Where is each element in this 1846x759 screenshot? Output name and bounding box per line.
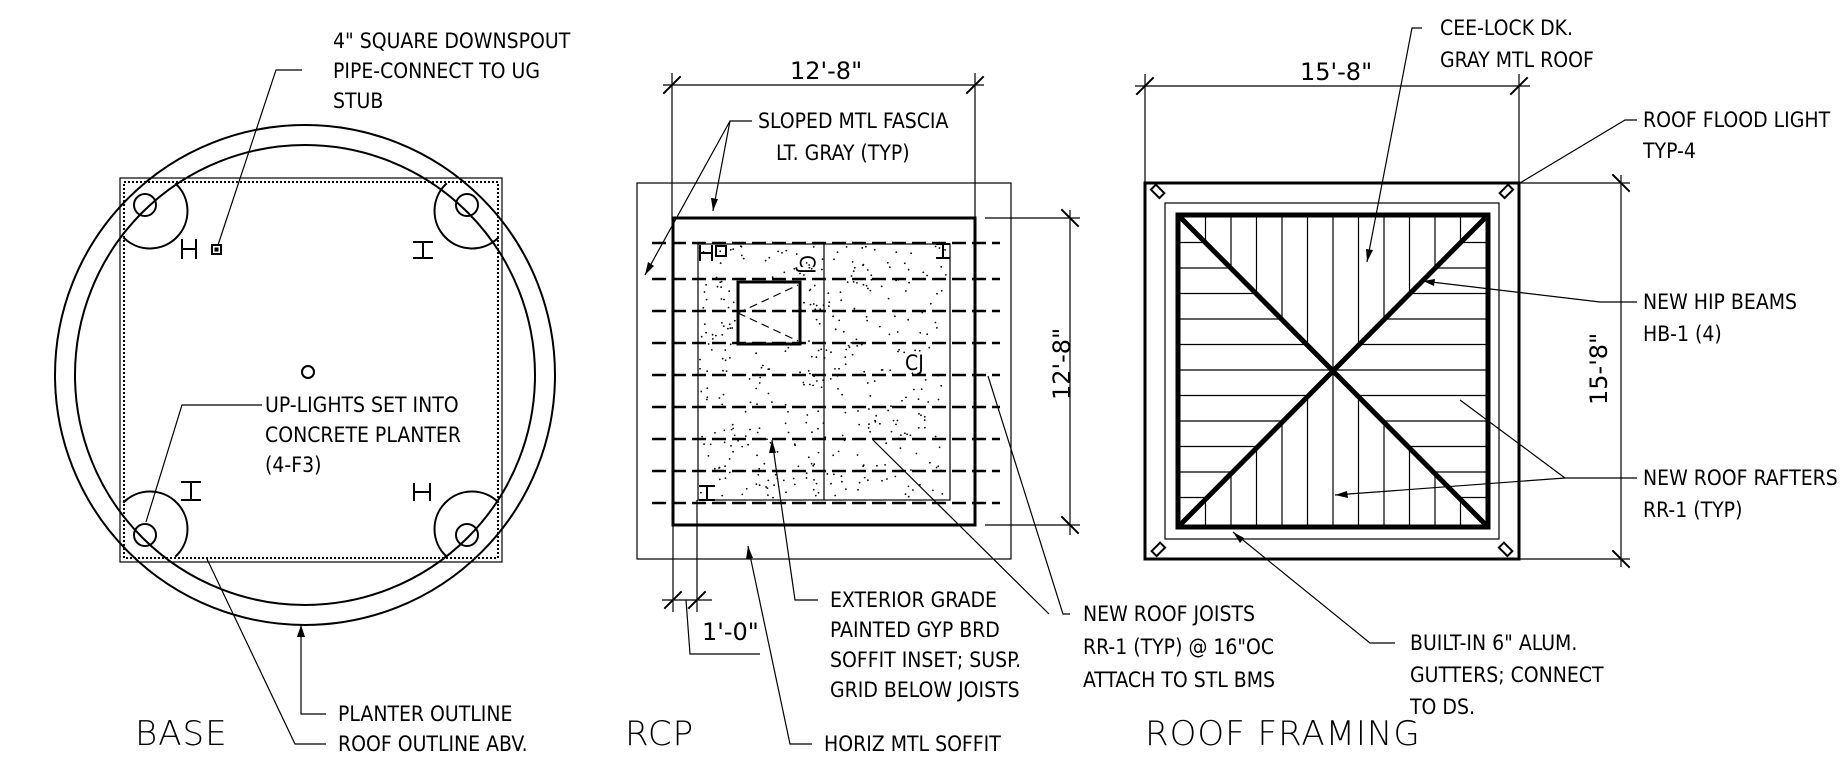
- base-view-title: BASE: [135, 714, 228, 754]
- center-drain-icon: [301, 365, 315, 379]
- cee-lock-note-line-2: GRAY MTL ROOF: [1440, 48, 1594, 72]
- hip-beam-2: [1178, 215, 1488, 527]
- hip-beam-note-line-1: NEW HIP BEAMS: [1643, 290, 1797, 314]
- uplights-leader: [145, 404, 262, 523]
- roof-rafters: [1180, 217, 1486, 525]
- downspout-note-line-1: 4" SQUARE DOWNSPOUT: [333, 29, 571, 53]
- joists-note-line-1: NEW ROOF JOISTS: [1083, 602, 1255, 626]
- gutters-note-line-2: GUTTERS; CONNECT: [1410, 663, 1604, 687]
- soffit-inset-leader: [771, 439, 818, 601]
- rcp-dim-bottom: 1'-0": [702, 618, 759, 646]
- hip-beam-leader: [1422, 280, 1637, 303]
- rafters-note-line-2: RR-1 (TYP): [1643, 498, 1742, 522]
- hip-beam-note-line-2: HB-1 (4): [1643, 322, 1722, 346]
- soffit-stipple: [699, 245, 947, 499]
- cj-label: CJ: [905, 351, 924, 375]
- uplights-note-line-3: (4-F3): [265, 453, 321, 477]
- planter-outline-circle: [74, 144, 536, 606]
- flood-light-note-line-2: TYP-4: [1642, 139, 1696, 163]
- fascia-leader-2: [712, 120, 731, 212]
- flood-light-icons: [1149, 183, 1515, 558]
- uplights-note-line-2: CONCRETE PLANTER: [265, 423, 461, 447]
- cee-lock-leader: [1366, 27, 1422, 263]
- flood-light-leader: [1519, 119, 1637, 184]
- soffit-inset-note-line-3: SOFFIT INSET; SUSP.: [830, 648, 1021, 672]
- roof-framing-view: 15'-8" 15-'8" CEE-LOCK DK. GRAY MTL ROOF…: [1135, 16, 1838, 754]
- downspout-note-line-2: PIPE-CONNECT TO UG: [333, 59, 540, 83]
- column-symbols: [181, 239, 433, 501]
- access-panel: [736, 280, 802, 346]
- joist-lines: [652, 241, 1000, 505]
- planter-outline-note: PLANTER OUTLINE: [338, 702, 512, 726]
- rafters-leader-2: [1334, 477, 1566, 496]
- base-slab-edge: [119, 177, 503, 563]
- roof-beams: [1175, 212, 1491, 530]
- joists-note-line-2: RR-1 (TYP) @ 16"OC: [1083, 635, 1274, 659]
- roof-dim-right: 15-'8": [1585, 333, 1613, 405]
- fascia-note-line-1: SLOPED MTL FASCIA: [758, 109, 948, 133]
- rcp-view-title: RCP: [625, 714, 694, 754]
- planter-leader: [300, 625, 326, 715]
- gutters-leader: [1232, 531, 1395, 644]
- base-slab-outline: [123, 181, 499, 559]
- rcp-dim-top: 12'-8": [790, 57, 862, 85]
- soffit-inset-note-line-4: GRID BELOW JOISTS: [830, 678, 1020, 702]
- uplights-note-line-1: UP-LIGHTS SET INTO: [265, 393, 459, 417]
- corner-lobes: [122, 182, 500, 558]
- joists-note-line-3: ATTACH TO STL BMS: [1083, 668, 1275, 692]
- roof-outline-circle: [54, 124, 556, 626]
- rcp-view: CJ CJ 12'-8" 12'-8" 1'-0": [625, 57, 1275, 756]
- soffit-inset-note-line-2: PAINTED GYP BRD: [830, 618, 1000, 642]
- cj-label-vertical: CJ: [795, 255, 819, 274]
- roof-edge: [1143, 181, 1521, 561]
- gutters-note-line-3: TO DS.: [1409, 695, 1475, 719]
- gutters-note-line-1: BUILT-IN 6" ALUM.: [1410, 631, 1577, 655]
- downspout-leader: [217, 69, 302, 246]
- rcp-roof-edge: [636, 182, 1012, 560]
- rcp-column-mark: [699, 245, 713, 261]
- fascia-note-line-2: LT. GRAY (TYP): [776, 141, 910, 165]
- joists-leader-2: [987, 375, 1070, 615]
- horiz-soffit-note: HORIZ MTL SOFFIT: [824, 732, 1001, 756]
- joists-leader-1: [872, 439, 1050, 615]
- rcp-beam-outline: [671, 216, 977, 527]
- cee-lock-note-line-1: CEE-LOCK DK.: [1440, 16, 1573, 40]
- base-view: 4" SQUARE DOWNSPOUT PIPE-CONNECT TO UG S…: [54, 29, 571, 756]
- roof-dim-top: 15'-8": [1300, 58, 1372, 86]
- downspout-note-line-3: STUB: [333, 89, 383, 113]
- flood-light-note-line-1: ROOF FLOOD LIGHT: [1643, 108, 1831, 132]
- access-panel-hinge: [737, 284, 799, 342]
- gutter-line: [1164, 202, 1500, 540]
- rcp-dim-right: 12'-8": [1048, 328, 1076, 400]
- horiz-soffit-leader: [747, 545, 812, 745]
- roof-outline-note: ROOF OUTLINE ABV.: [338, 732, 528, 756]
- roof-framing-view-title: ROOF FRAMING: [1145, 714, 1421, 754]
- roof-outline-leader: [206, 558, 326, 745]
- rafters-note-line-1: NEW ROOF RAFTERS: [1643, 466, 1838, 490]
- soffit-inset-note-line-1: EXTERIOR GRADE: [830, 588, 997, 612]
